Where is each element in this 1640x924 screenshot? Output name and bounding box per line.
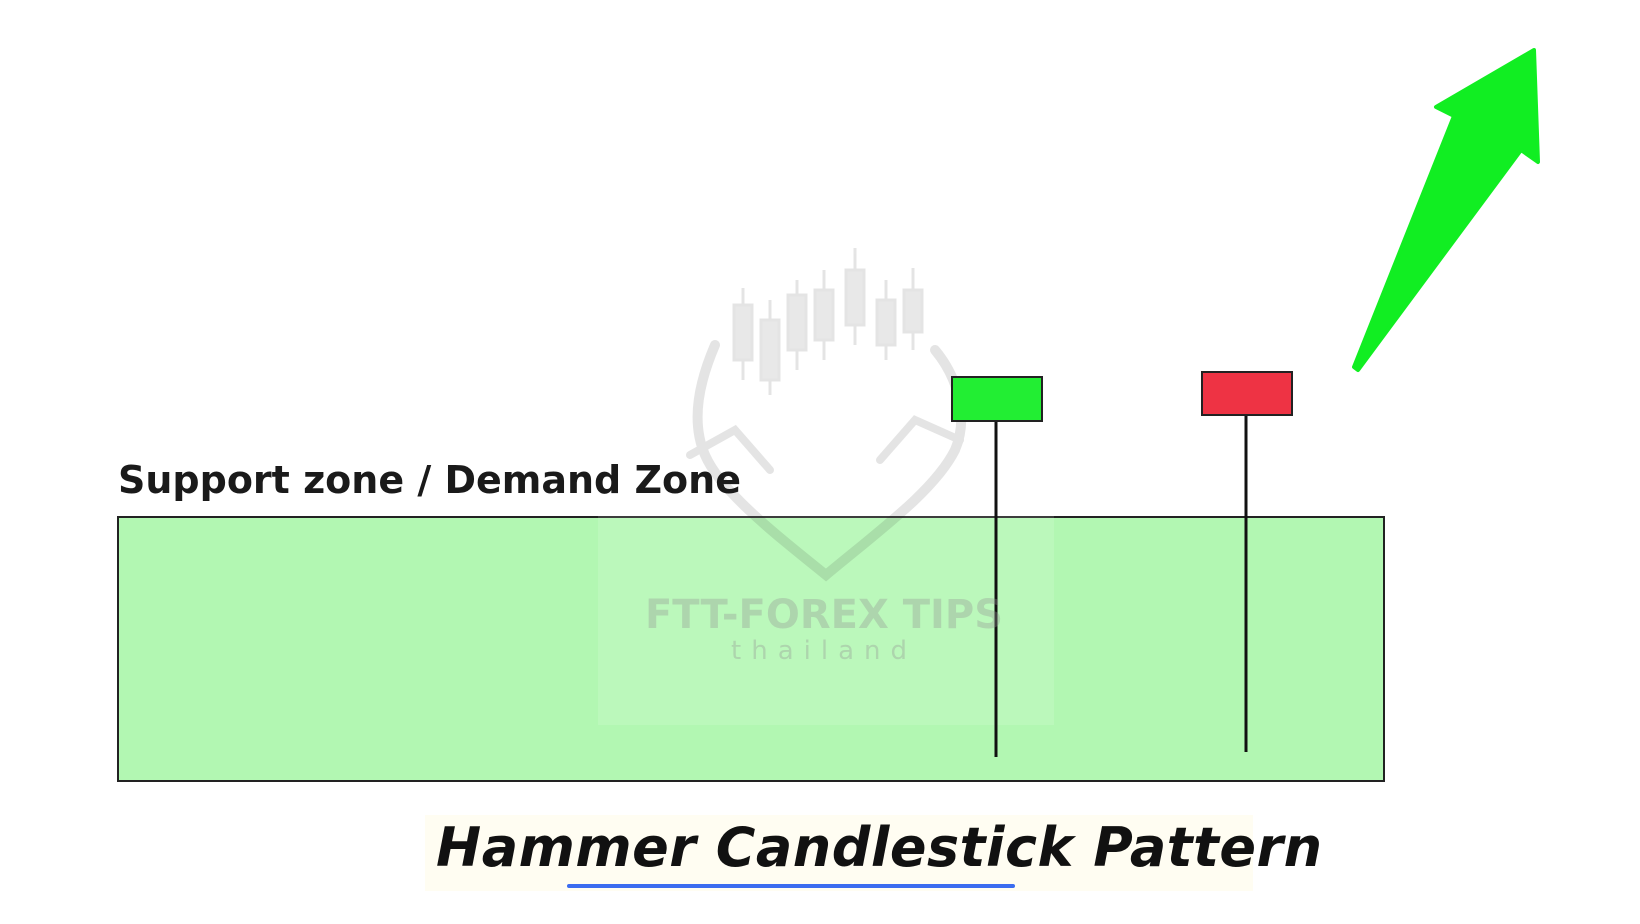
title-underline xyxy=(567,884,1015,888)
watermark-logo-icon xyxy=(598,248,1054,725)
support-zone-box xyxy=(117,516,1385,782)
zone-label: Support zone / Demand Zone xyxy=(118,458,741,502)
up-arrow-icon xyxy=(1352,48,1540,372)
diagram-title: Hammer Candlestick Pattern xyxy=(436,816,1323,879)
bullish-hammer-body xyxy=(951,376,1043,422)
watermark-brand: FTT-FOREX TIPS xyxy=(644,592,1004,638)
watermark-sub: thailand xyxy=(731,636,917,666)
bearish-hammer-body xyxy=(1201,371,1293,416)
title-background xyxy=(425,815,1253,891)
